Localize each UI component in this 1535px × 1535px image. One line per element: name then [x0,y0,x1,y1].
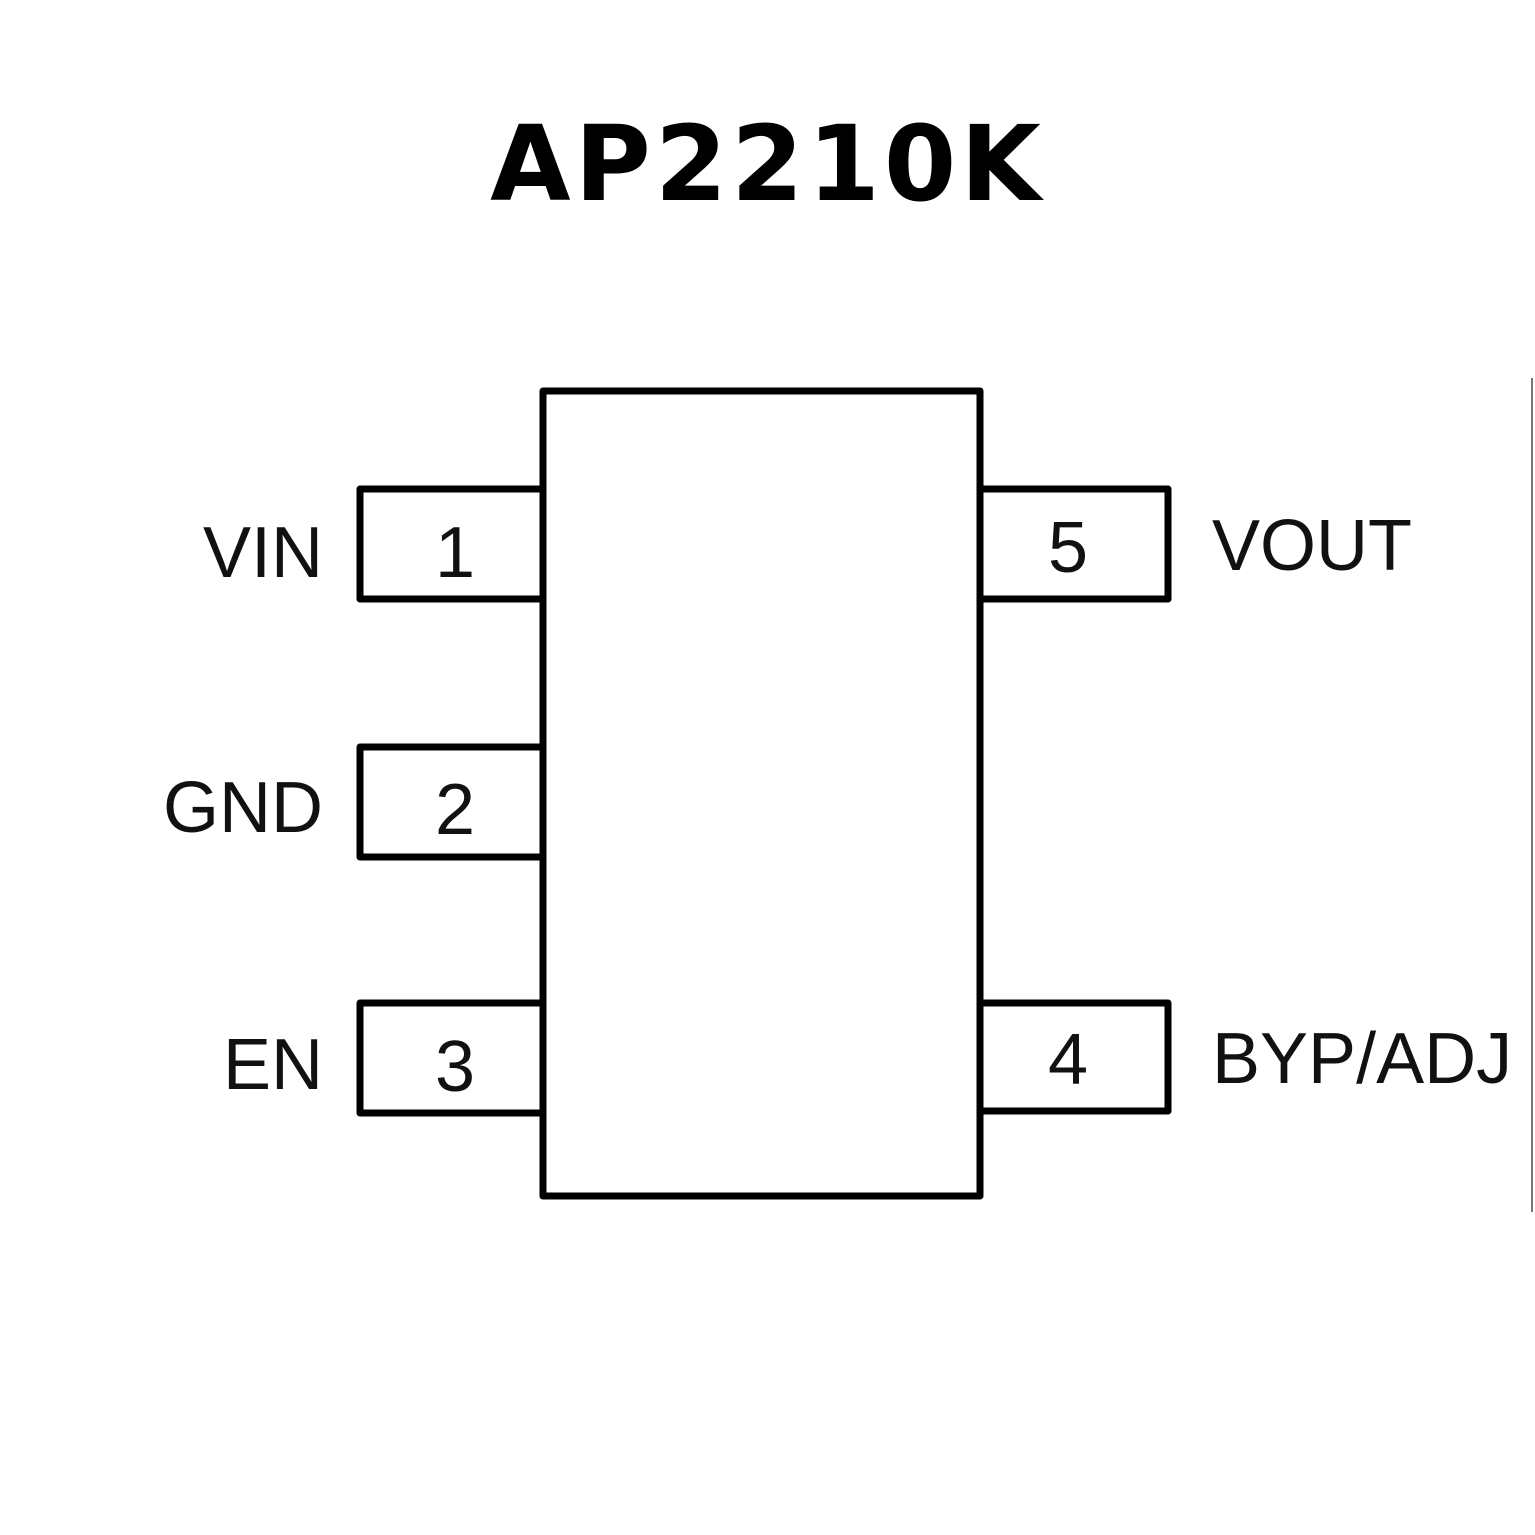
chip-body [539,387,984,1200]
pin-4: 4 BYP/ADJ [976,999,1512,1115]
pin-1-number: 1 [435,513,475,593]
pin-4-label: BYP/ADJ [1212,1019,1512,1099]
pin-1: 1 VIN [203,485,547,603]
pin-2: 2 GND [163,743,547,861]
pin-5: 5 VOUT [976,485,1412,603]
pin-5-box [976,485,1172,603]
pin-5-label: VOUT [1212,506,1412,586]
pin-3-label: EN [223,1025,323,1105]
pin-3: 3 EN [223,999,547,1117]
pin-1-label: VIN [203,513,323,593]
pin-4-number: 4 [1048,1020,1088,1100]
pin-5-number: 5 [1048,508,1088,588]
pin-4-box [976,999,1172,1115]
pin-3-number: 3 [435,1027,475,1107]
pin-2-label: GND [163,768,323,848]
pin-2-number: 2 [435,770,475,850]
pin-3-box [356,999,547,1117]
pin-1-box [356,485,547,603]
pin-2-box [356,743,547,861]
chip-title: AP2210K [490,103,1045,225]
